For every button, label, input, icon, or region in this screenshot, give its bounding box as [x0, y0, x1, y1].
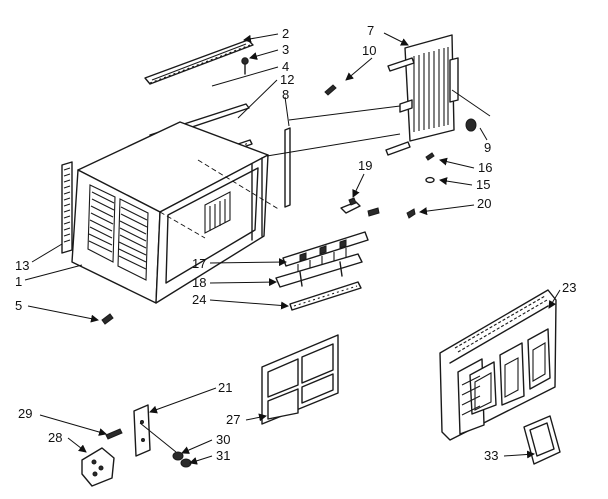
callout-1: 1 — [15, 274, 22, 289]
callout-2: 2 — [282, 26, 289, 41]
callout-17: 17 — [192, 256, 206, 271]
part-screw-10 — [324, 84, 337, 96]
leader-lines — [24, 32, 561, 465]
callout-5: 5 — [15, 298, 22, 313]
callout-labels: 2 3 4 12 8 7 10 9 19 16 15 20 13 1 5 17 … — [15, 23, 576, 463]
callout-23: 23 — [562, 280, 576, 295]
callout-33: 33 — [484, 448, 498, 463]
part-top-rail — [144, 39, 254, 85]
callout-27: 27 — [226, 412, 240, 427]
callout-8: 8 — [282, 87, 289, 102]
part-front-grille — [439, 289, 557, 441]
callout-18: 18 — [192, 275, 206, 290]
part-bracket-18 — [275, 253, 363, 288]
callout-21: 21 — [218, 380, 232, 395]
part-switch-bezel — [523, 415, 561, 465]
part-knob — [465, 118, 477, 132]
callout-10: 10 — [362, 43, 376, 58]
callout-12: 12 — [280, 72, 294, 87]
callout-16: 16 — [478, 160, 492, 175]
callout-7: 7 — [367, 23, 374, 38]
part-control-knob — [81, 447, 115, 487]
part-side-grille — [61, 161, 73, 254]
callout-15: 15 — [476, 177, 490, 192]
part-rear-grille — [385, 34, 459, 156]
part-mount-plate — [133, 404, 151, 457]
callout-29: 29 — [18, 406, 32, 421]
callout-24: 24 — [192, 292, 206, 307]
part-clip — [406, 208, 416, 219]
callout-3: 3 — [282, 42, 289, 57]
callout-31: 31 — [216, 448, 230, 463]
part-bracket-19 — [340, 197, 380, 217]
part-vertical-bracket — [284, 127, 291, 208]
part-cabinet-housing — [71, 121, 281, 304]
part-screw-top — [241, 57, 249, 75]
part-nuts — [172, 451, 192, 468]
part-filter-panel — [261, 334, 339, 425]
callout-13: 13 — [15, 258, 29, 273]
callout-28: 28 — [48, 430, 62, 445]
callout-9: 9 — [484, 140, 491, 155]
callout-4: 4 — [282, 59, 289, 74]
callout-30: 30 — [216, 432, 230, 447]
part-screw-washer — [425, 152, 435, 184]
callout-20: 20 — [477, 196, 491, 211]
part-bracket-24 — [289, 281, 362, 311]
callout-19: 19 — [358, 158, 372, 173]
part-screw-5 — [101, 313, 114, 325]
part-shaft — [105, 428, 123, 440]
